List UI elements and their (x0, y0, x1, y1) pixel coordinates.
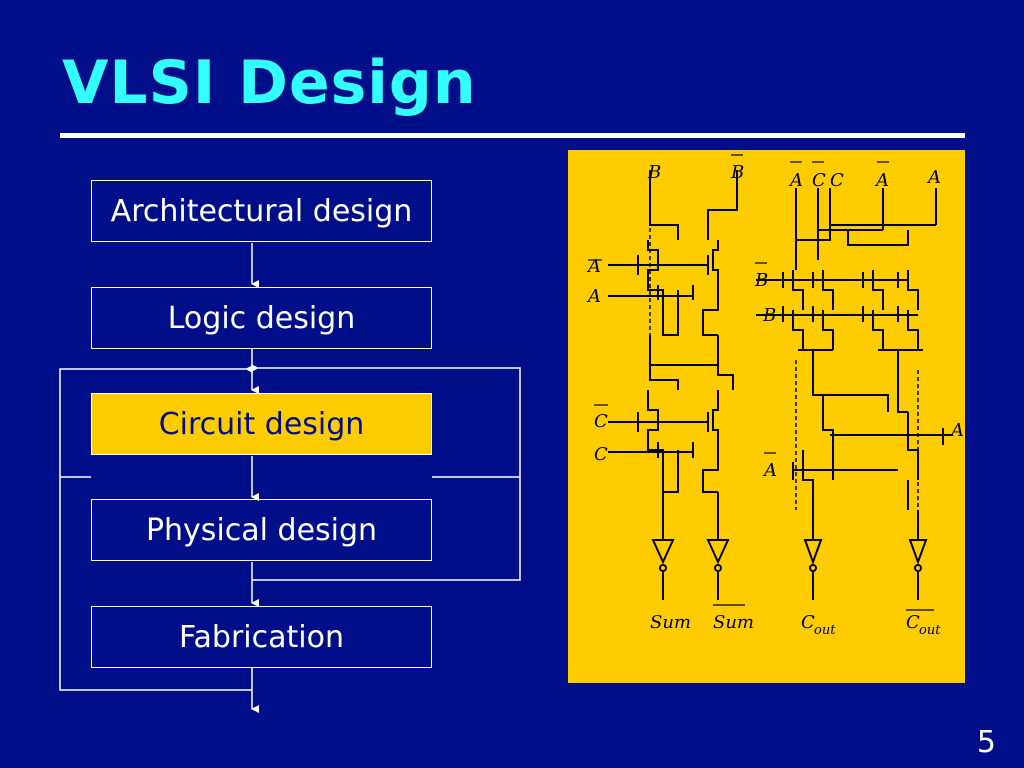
step-architectural-design: Architectural design (91, 180, 432, 242)
label-right-a-bar: A (762, 460, 777, 481)
label-cout-bar-sub: out (919, 623, 941, 638)
label-b-bar: B (730, 162, 744, 183)
label-left-a-bar: A (586, 256, 601, 277)
feedback-loop-outer (59, 365, 253, 691)
label-sum: Sum (650, 612, 691, 633)
full-adder-transistor-diagram: B B A C C A A A A C C B B A A Sum Sum C … (586, 154, 964, 638)
label-left-c: C (594, 444, 608, 465)
step-fabrication: Fabrication (91, 606, 432, 668)
label-left-c-bar: C (594, 411, 608, 432)
label-c-bar-top: C (812, 170, 826, 191)
label-a-bar-top-2: A (874, 170, 889, 191)
step-circuit-design: Circuit design (91, 393, 432, 455)
label-cout: C (801, 612, 815, 633)
step-physical-design: Physical design (91, 499, 432, 561)
title-underline (60, 133, 965, 138)
step-logic-design: Logic design (91, 287, 432, 349)
label-right-b: B (762, 305, 776, 326)
page-number: 5 (976, 725, 996, 760)
label-cout-bar: C (906, 612, 920, 633)
circuit-schematic: B B A C C A A A A C C B B A A Sum Sum C … (568, 150, 965, 683)
slide-title: VLSI Design (62, 48, 477, 118)
label-b: B (647, 162, 661, 183)
label-cout-sub: out (814, 623, 836, 638)
label-right-b-bar: B (754, 270, 768, 291)
label-right-a: A (949, 420, 964, 441)
label-c-top: C (830, 170, 844, 191)
feedback-loop-inner (251, 364, 521, 581)
label-a-bar-top: A (788, 170, 803, 191)
label-a-top: A (926, 167, 941, 188)
label-left-a: A (586, 286, 601, 307)
label-sum-bar: Sum (713, 612, 754, 633)
